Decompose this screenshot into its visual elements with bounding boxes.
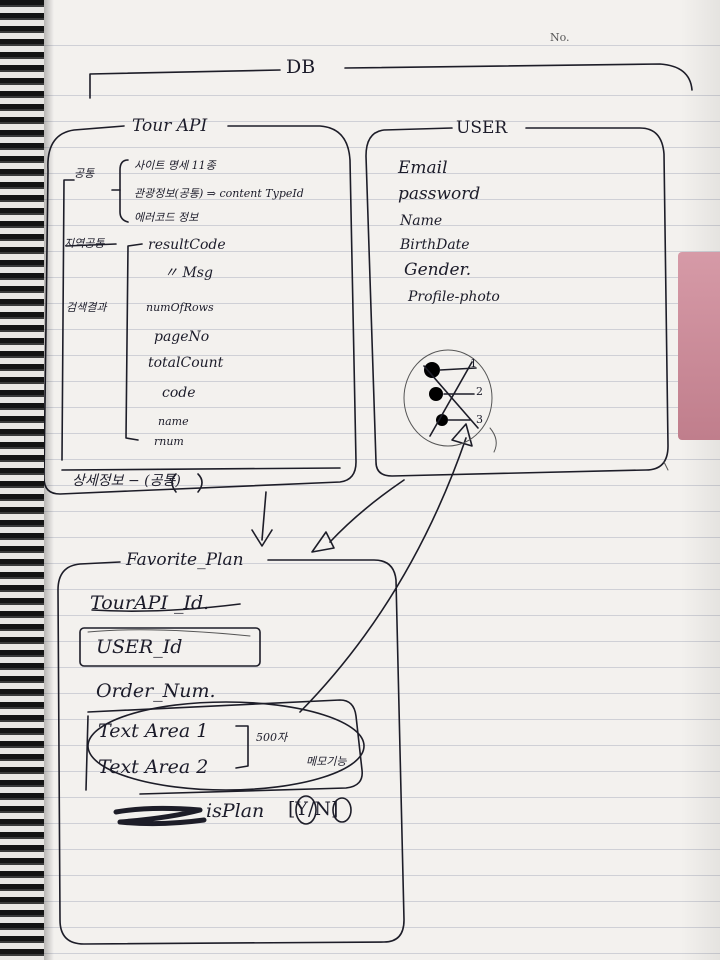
favorite-plan-field: TourAPI _Id. — [90, 592, 210, 614]
region-label: 지역공통 — [64, 237, 105, 250]
favorite-plan-field: Order_Num. — [96, 680, 216, 702]
common-item: 관광정보(공통) ⇒ content TypeId — [134, 187, 304, 200]
memo-note: 메모기능 — [306, 755, 347, 768]
db-title: DB — [286, 56, 316, 78]
spiral-binding — [0, 0, 44, 960]
tour-api-field: totalCount — [148, 355, 224, 371]
is-plan-field: isPlan — [206, 800, 265, 822]
page-number-label: No. — [550, 31, 570, 44]
user-field: Profile-photo — [408, 289, 500, 305]
page-shadow — [680, 0, 720, 960]
common-item: 에러코드 정보 — [134, 211, 199, 224]
common-item: 사이트 명세 11종 — [134, 159, 216, 172]
sketch-number: 3 — [476, 413, 483, 426]
binding-shadow — [44, 0, 54, 960]
sketch-number: 1 — [470, 357, 477, 370]
sketch-number: 2 — [476, 385, 483, 398]
text-area-field: Text Area 1 — [98, 720, 209, 742]
user-field: password — [398, 184, 481, 204]
index-tab — [678, 252, 720, 440]
text-area-field: Text Area 2 — [98, 756, 209, 778]
tour-api-field: numOfRows — [146, 301, 214, 314]
user-field: Name — [400, 213, 443, 229]
detail-info-text: 상세정보 − (공통) — [72, 473, 181, 489]
region-item: 〃 Msg — [164, 265, 213, 281]
region-item: resultCode — [148, 237, 226, 253]
tour-api-field: rnum — [154, 435, 184, 448]
char-limit-note: 500자 — [256, 731, 288, 744]
tour-api-field: pageNo — [154, 329, 210, 345]
tour-api-field: name — [158, 415, 189, 428]
favorite-plan-title: Favorite_Plan — [126, 550, 244, 570]
user-field: Email — [398, 158, 448, 178]
is-plan-options: [Y/N] — [288, 798, 339, 820]
user-title: USER — [456, 118, 508, 138]
favorite-plan-field: USER_Id — [96, 636, 183, 658]
tour-api-title: Tour API — [132, 116, 208, 136]
search-label: 검색결과 — [66, 301, 107, 314]
common-label: 공통 — [74, 167, 95, 180]
user-field: Gender. — [404, 260, 472, 280]
tour-api-field: code — [162, 385, 196, 401]
user-field: BirthDate — [400, 237, 470, 253]
